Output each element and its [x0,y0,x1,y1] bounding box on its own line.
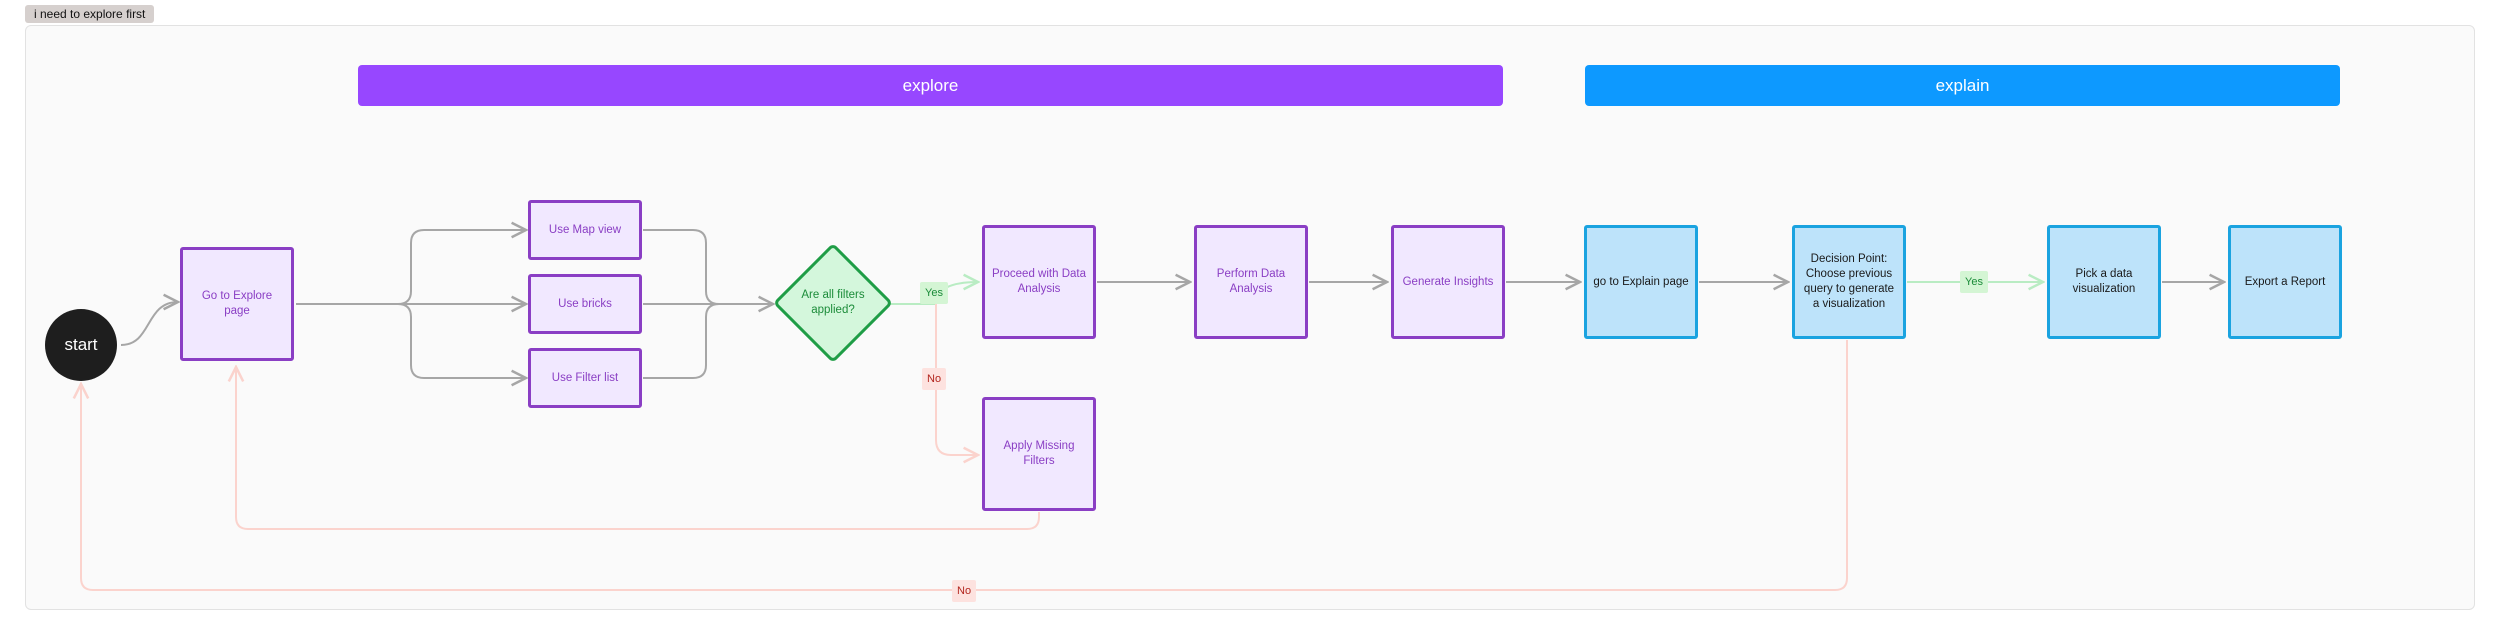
edge-start-explore [120,302,178,346]
section-explain: explain [1585,65,2340,106]
edge-map-merge [643,229,720,305]
edge-decision-no [935,304,978,455]
node-proceed-analysis[interactable]: Proceed with Data Analysis [982,225,1096,339]
edge-label-yes-query: Yes [1960,271,1988,293]
node-go-to-explore[interactable]: Go to Explore page [180,247,294,361]
edge-filter-merge [643,303,720,379]
frame-tag[interactable]: i need to explore first [25,5,155,23]
edge-apply-back [236,367,1040,530]
edge-label-no-filters: No [922,368,947,390]
edge-query-no-start [81,340,1848,591]
node-pick-visualization[interactable]: Pick a data visualization [2047,225,2161,339]
edge-fork-filter [397,303,526,378]
decision-filters-label[interactable]: Are all filters applied? [801,289,865,316]
node-export-report[interactable]: Export a Report [2228,225,2342,339]
node-generate-insights[interactable]: Generate Insights [1391,225,1505,339]
node-use-filter-list[interactable]: Use Filter list [528,348,642,408]
edge-label-yes-filters: Yes [920,282,948,304]
node-use-bricks[interactable]: Use bricks [528,274,642,334]
edge-fork-map [397,230,526,305]
node-perform-analysis[interactable]: Perform Data Analysis [1194,225,1308,339]
start-node[interactable]: start [45,309,117,381]
decision-diamond [775,245,891,361]
node-apply-missing-filters[interactable]: Apply Missing Filters [982,397,1096,511]
section-explore: explore [358,65,1503,106]
edge-label-no-query: No [952,580,977,602]
node-decision-query[interactable]: Decision Point: Choose previous query to… [1792,225,1906,339]
node-use-map-view[interactable]: Use Map view [528,200,642,260]
node-go-to-explain[interactable]: go to Explain page [1584,225,1698,339]
